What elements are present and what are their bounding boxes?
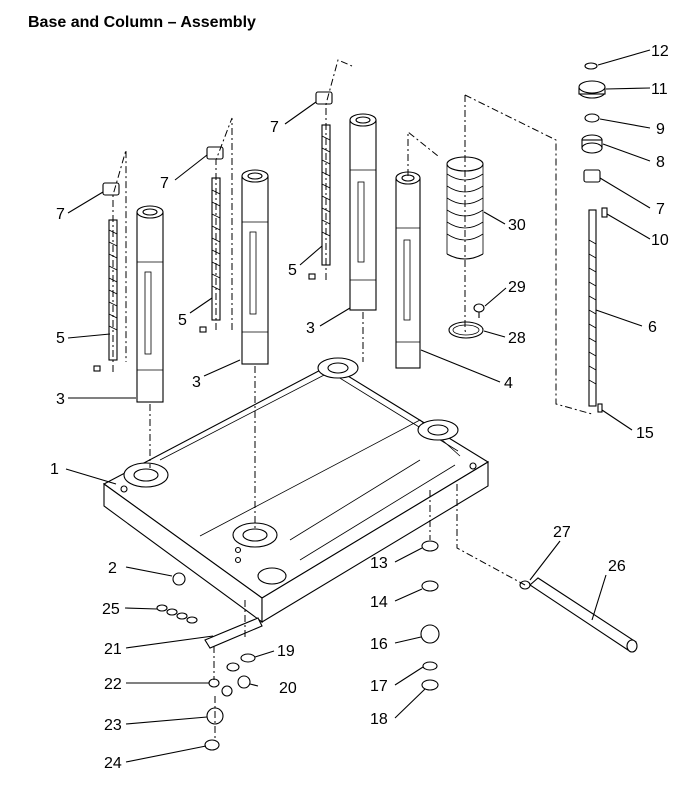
callout-19: 19 [277, 643, 295, 660]
callout-25: 25 [102, 601, 120, 618]
callout-7c: 7 [270, 119, 279, 136]
callout-21: 21 [104, 641, 122, 658]
callout-1: 1 [50, 461, 59, 478]
callout-3b: 3 [192, 374, 201, 391]
column-middle-left [241, 169, 269, 365]
callout-28: 28 [508, 330, 526, 347]
callout-7a: 7 [56, 206, 65, 223]
callout-10: 10 [651, 232, 669, 249]
callout-27: 27 [553, 524, 571, 541]
callout-30: 30 [508, 217, 526, 234]
callout-6: 6 [648, 319, 657, 336]
page-title: Base and Column – Assembly [28, 14, 256, 31]
washer-28 [448, 321, 484, 339]
callout-5b: 5 [178, 312, 187, 329]
callout-5c: 5 [288, 262, 297, 279]
base-casting [102, 357, 490, 624]
callout-7b: 7 [160, 175, 169, 192]
callout-24: 24 [104, 755, 122, 772]
callout-17: 17 [370, 678, 388, 695]
chain-25 [156, 604, 198, 624]
callout-22: 22 [104, 676, 122, 693]
callout-11: 11 [651, 81, 668, 98]
column-back-right [395, 171, 421, 369]
leader-lines [65, 49, 651, 763]
shaft-26 [519, 577, 638, 653]
callout-2: 2 [108, 560, 117, 577]
right-stack-parts [578, 62, 606, 183]
callout-20: 20 [279, 680, 297, 697]
lower-parts [156, 540, 440, 751]
screw-29 [473, 303, 485, 318]
callout-13: 13 [370, 555, 388, 572]
lead-screw-6 [588, 207, 608, 413]
callout-26: 26 [608, 558, 626, 575]
callout-3a: 3 [56, 391, 65, 408]
callout-18: 18 [370, 711, 388, 728]
callout-14: 14 [370, 594, 388, 611]
callout-16: 16 [370, 636, 388, 653]
callout-9: 9 [656, 121, 665, 138]
callout-12: 12 [651, 43, 669, 60]
callout-29: 29 [508, 279, 526, 296]
lead-screw-3 [308, 91, 333, 280]
column-back-left [349, 113, 377, 311]
callouts: 1 2 3 3 3 4 5 5 5 6 7 7 7 7 8 9 10 11 12… [50, 43, 669, 772]
callout-8: 8 [656, 154, 665, 171]
callout-15: 15 [636, 425, 654, 442]
column-front-left [136, 205, 164, 403]
assembly-lines [112, 59, 593, 740]
callout-3c: 3 [306, 320, 315, 337]
callout-5a: 5 [56, 330, 65, 347]
lead-screw-1 [93, 182, 120, 372]
callout-4: 4 [504, 375, 513, 392]
callout-23: 23 [104, 717, 122, 734]
callout-7d: 7 [656, 201, 665, 218]
